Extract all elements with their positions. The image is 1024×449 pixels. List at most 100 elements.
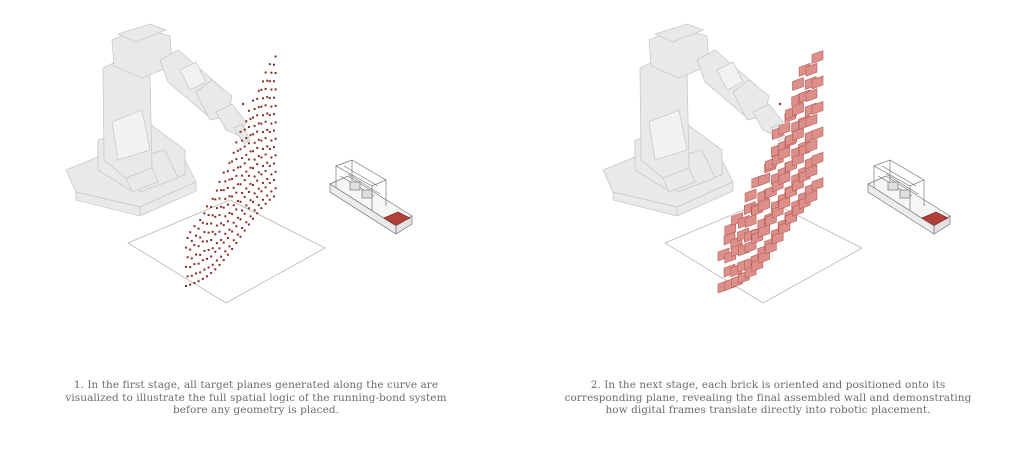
target-plane-point bbox=[218, 214, 221, 217]
target-plane-point bbox=[252, 99, 254, 102]
target-plane-point bbox=[243, 145, 246, 148]
target-plane-point bbox=[220, 205, 223, 208]
target-plane-point bbox=[239, 183, 242, 186]
target-plane-point bbox=[257, 171, 260, 174]
brick-feeder bbox=[329, 159, 413, 235]
target-plane-point bbox=[245, 221, 248, 224]
target-plane-point bbox=[197, 245, 200, 248]
target-planes bbox=[185, 55, 277, 287]
target-plane-point bbox=[273, 63, 275, 66]
target-plane-point bbox=[266, 128, 269, 131]
target-plane-point bbox=[215, 242, 218, 245]
target-plane-point bbox=[211, 263, 214, 266]
target-plane-point bbox=[190, 257, 193, 260]
target-plane-point bbox=[224, 197, 227, 200]
target-plane-point bbox=[245, 170, 248, 173]
target-plane-point bbox=[257, 138, 260, 141]
target-plane-point bbox=[211, 247, 214, 250]
target-plane-point bbox=[218, 263, 221, 266]
target-plane-point bbox=[231, 178, 234, 180]
target-plane-point bbox=[243, 179, 246, 182]
target-plane-point bbox=[253, 108, 256, 110]
brick bbox=[758, 172, 770, 187]
target-plane-point bbox=[239, 200, 242, 203]
target-plane-point bbox=[197, 280, 200, 283]
target-plane-point bbox=[220, 222, 223, 225]
target-plane-point bbox=[266, 145, 269, 148]
brick bbox=[811, 75, 824, 90]
target-plane-point bbox=[215, 207, 218, 210]
target-plane-point bbox=[236, 149, 239, 152]
target-plane-point bbox=[268, 114, 271, 117]
target-plane-point bbox=[243, 195, 246, 198]
target-plane-point bbox=[274, 154, 277, 157]
target-plane-point bbox=[264, 120, 267, 123]
target-plane-point bbox=[224, 180, 227, 183]
target-plane-point bbox=[189, 266, 192, 269]
target-plane-point bbox=[264, 87, 267, 90]
brick bbox=[805, 139, 818, 154]
brick bbox=[792, 77, 804, 91]
target-plane-point bbox=[199, 253, 202, 256]
target-plane-point bbox=[222, 224, 225, 227]
stage-2-panel: 2. In the next stage, each brick is orie… bbox=[512, 0, 1024, 449]
target-plane-point bbox=[241, 227, 244, 229]
target-plane-point bbox=[207, 214, 210, 217]
caption-line: before any geometry is placed. bbox=[172, 404, 340, 417]
target-plane-point bbox=[256, 114, 259, 117]
target-plane-point bbox=[253, 141, 256, 144]
target-plane-point bbox=[256, 97, 259, 100]
target-plane-point bbox=[206, 222, 208, 225]
caption-line: 2. In the next stage, each brick is orie… bbox=[590, 379, 946, 391]
target-plane-point bbox=[199, 219, 202, 221]
target-plane-point bbox=[222, 189, 225, 192]
target-plane-point bbox=[224, 250, 227, 253]
target-plane-point bbox=[268, 63, 271, 66]
target-plane-point bbox=[257, 122, 260, 125]
target-plane-point bbox=[239, 165, 242, 168]
target-plane-point bbox=[236, 166, 239, 169]
target-plane-point bbox=[253, 209, 256, 212]
target-plane-point bbox=[214, 215, 217, 218]
stage-1-panel: 1. In the first stage, all target planes… bbox=[65, 23, 447, 417]
target-plane-point bbox=[236, 216, 239, 219]
target-plane-point bbox=[268, 80, 271, 83]
target-plane-point bbox=[220, 255, 223, 258]
target-plane-point bbox=[264, 169, 267, 172]
target-plane-point bbox=[260, 139, 263, 142]
brick bbox=[805, 62, 818, 77]
target-plane-point bbox=[243, 128, 246, 131]
target-plane-point bbox=[189, 248, 192, 251]
stage-1-diagram bbox=[65, 23, 413, 304]
target-plane-point bbox=[268, 97, 271, 100]
target-plane-point bbox=[241, 192, 244, 194]
target-plane-point bbox=[266, 96, 269, 99]
target-plane-point bbox=[247, 223, 250, 226]
brick bbox=[811, 50, 824, 64]
target-plane-point bbox=[264, 137, 267, 140]
target-plane-point bbox=[264, 186, 267, 189]
target-plane-point bbox=[273, 96, 275, 99]
target-plane-point bbox=[257, 106, 260, 109]
target-plane-point bbox=[222, 259, 225, 262]
target-plane-point bbox=[256, 179, 259, 182]
target-plane-point bbox=[260, 156, 263, 159]
target-plane-point bbox=[199, 271, 202, 274]
target-plane-point bbox=[214, 250, 217, 253]
target-plane-point bbox=[249, 215, 252, 218]
brick bbox=[811, 151, 824, 166]
ground-plane bbox=[127, 199, 326, 304]
target-plane-point bbox=[273, 146, 275, 149]
target-plane-point bbox=[243, 229, 246, 232]
target-plane-point bbox=[252, 133, 254, 136]
target-plane-point bbox=[247, 174, 250, 177]
target-plane-point bbox=[207, 249, 210, 251]
target-plane-point bbox=[274, 104, 277, 107]
target-plane-point bbox=[245, 204, 248, 207]
target-plane-point bbox=[253, 124, 256, 127]
target-plane-point bbox=[270, 139, 273, 142]
target-plane-point bbox=[203, 231, 206, 234]
target-plane-point bbox=[203, 249, 206, 252]
target-plane-point bbox=[236, 233, 239, 236]
target-plane-point bbox=[273, 195, 275, 198]
